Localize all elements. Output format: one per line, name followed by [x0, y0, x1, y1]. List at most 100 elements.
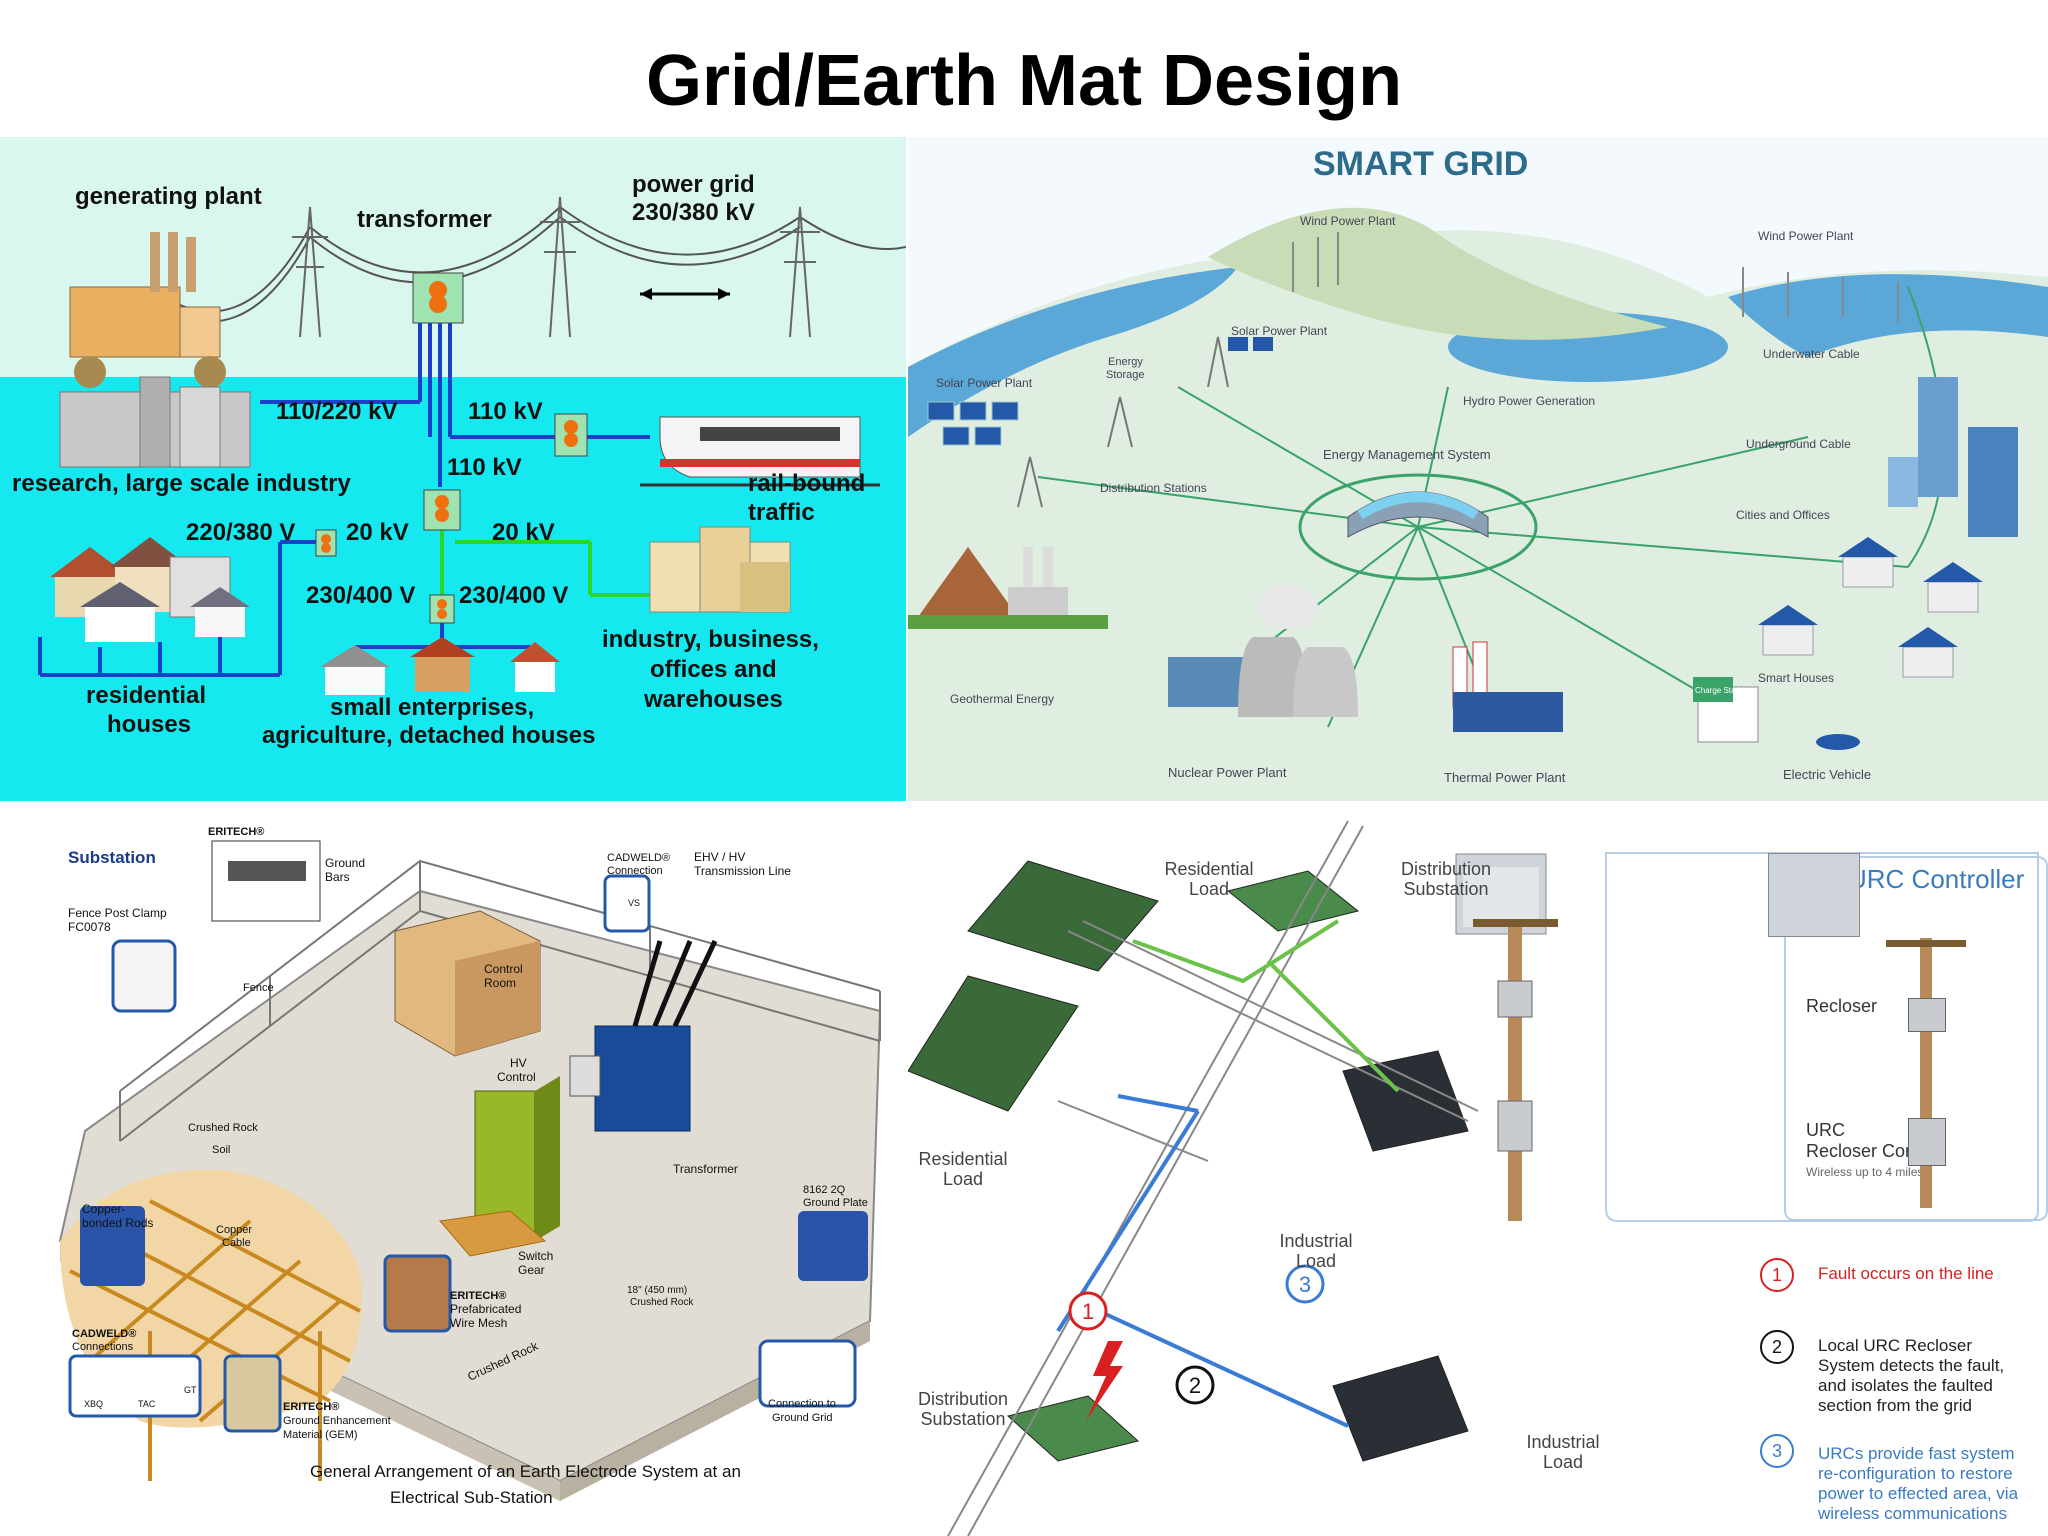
legend-step-2-line-1: Local URC Recloser	[1818, 1336, 1972, 1355]
geothermal-plant	[908, 547, 1108, 629]
label-20kv-right: 20 kV	[492, 519, 555, 546]
label-distribution-stations: Distribution Stations	[1100, 481, 1207, 495]
label-houses: houses	[107, 711, 191, 738]
urc-panel-border	[1605, 852, 2039, 1222]
label-solar-2: Solar Power Plant	[1231, 324, 1328, 338]
label-hv: HV	[510, 1056, 527, 1070]
label-fc0078: FC0078	[68, 920, 111, 934]
charge-station	[1693, 677, 1860, 750]
label-gt: GT	[184, 1385, 197, 1395]
label-res-load-left-2: Load	[942, 1169, 984, 1189]
label-eritech-mesh: ERITECH®	[450, 1290, 506, 1302]
label-dist-sub-top-1: Distribution	[1400, 859, 1492, 879]
pylons	[292, 196, 820, 338]
label-gear: Gear	[518, 1263, 545, 1277]
label-underwater-cable: Underwater Cable	[1763, 347, 1860, 361]
label-wireless-range: Wireless up to 4 miles	[1806, 1165, 1924, 1179]
generating-plant-graphic	[69, 232, 226, 388]
label-20kv-left: 20 kV	[346, 519, 409, 546]
research-industry-graphic	[59, 376, 251, 468]
label-cadweld-bottom: CADWELD®	[72, 1328, 136, 1340]
transformer-110kv	[554, 413, 588, 457]
label-gem-ground: Ground Enhancement	[283, 1415, 391, 1427]
label-solar-1: Solar Power Plant	[936, 376, 1033, 390]
label-wind-1: Wind Power Plant	[1300, 214, 1396, 228]
label-ind-load-bottom-2: Load	[1542, 1452, 1584, 1472]
map-marker-2	[1175, 1365, 1215, 1405]
gem-bag-inset	[223, 1354, 282, 1433]
residential-load-top	[967, 860, 1159, 972]
map-marker-1	[1068, 1291, 1108, 1331]
earth-electrode-diagram: Substation ERITECH® Ground Bars Fence Po…	[0, 801, 906, 1536]
label-power-grid: power grid	[632, 171, 755, 198]
label-depth-rock: Crushed Rock	[630, 1297, 694, 1308]
label-res-load-left-1: Residential	[918, 1149, 1008, 1169]
label-traffic: traffic	[748, 499, 815, 526]
map-marker-2-num: 2	[1189, 1373, 1201, 1398]
smart-grid-heading: SMART GRID	[1313, 145, 1528, 183]
label-copper-bonded: Copper-	[82, 1202, 125, 1216]
label-ehv-hv: EHV / HV	[694, 850, 745, 864]
label-cities: Cities and Offices	[1736, 508, 1830, 522]
caption-line-2: Electrical Sub-Station	[390, 1488, 553, 1507]
label-ind-load-right-1: Industrial	[1279, 1231, 1353, 1251]
legend-step-2-line-3: and isolates the faulted	[1818, 1376, 1993, 1395]
legend-step-1-marker: 1	[1760, 1258, 1794, 1292]
map-marker-1-num: 1	[1082, 1299, 1094, 1324]
label-cadweld-top: CADWELD®	[607, 852, 670, 864]
label-switch: Switch	[518, 1249, 553, 1263]
label-fence: Fence	[243, 982, 274, 994]
label-connections: Connections	[72, 1341, 134, 1353]
label-transformer-bl: Transformer	[673, 1162, 738, 1176]
label-bars: Bars	[325, 870, 350, 884]
thermal-plant	[1452, 641, 1563, 732]
label-cable: Cable	[222, 1237, 251, 1249]
residential-load-left	[908, 975, 1079, 1112]
urc-controller-door	[1463, 867, 1539, 927]
wind-turbines-right	[1742, 267, 1899, 322]
label-research-industry: research, large scale industry	[12, 470, 352, 497]
label-ground-grid: Ground Grid	[772, 1412, 833, 1424]
label-rail-bound: rail-bound	[748, 470, 865, 497]
label-eritech-gem: ERITECH®	[283, 1401, 339, 1413]
utility-pole	[1473, 919, 1558, 1221]
urc-controller-panel: URC Controller Recloser URC Recloser Con…	[1784, 856, 2048, 1221]
label-connection-to: Connection to	[768, 1398, 836, 1410]
power-line-corridors	[947, 820, 1479, 1536]
label-power-grid-voltage: 230/380 kV	[632, 199, 755, 226]
label-thermal: Thermal Power Plant	[1444, 770, 1566, 785]
label-connection: Connection	[607, 865, 663, 877]
label-substation: Substation	[68, 848, 156, 867]
label-dist-sub-bottom-2: Substation	[920, 1409, 1006, 1429]
direction-arrow	[640, 288, 730, 300]
label-offices-and: offices and	[650, 656, 777, 683]
ground-plate-inset	[798, 1211, 868, 1281]
label-geothermal: Geothermal Energy	[950, 692, 1054, 706]
cadweld-connections-inset	[68, 1354, 202, 1418]
wind-turbines-left	[1292, 232, 1339, 292]
label-wire-mesh: Wire Mesh	[450, 1316, 507, 1330]
label-ground-plate: Ground Plate	[803, 1197, 868, 1209]
lake-left	[908, 267, 1238, 437]
mountain	[1208, 207, 1668, 340]
distribution-pylons	[1017, 336, 1229, 508]
fault-lightning-icon	[1086, 1341, 1123, 1421]
solar-plant-mid	[1228, 337, 1273, 351]
label-bonded-rods: bonded Rods	[82, 1216, 153, 1230]
residential-houses-graphic	[50, 537, 250, 642]
label-110kv-right: 110 kV	[468, 398, 543, 425]
legend-step-2-marker: 2	[1760, 1330, 1794, 1364]
urc-recloser-diagram: 1 2 3 1 2 3 Residential Load Distributio…	[908, 801, 2048, 1536]
nuclear-plant	[1168, 585, 1358, 717]
map-marker-3-num: 3	[1299, 1272, 1311, 1297]
label-urc: URC	[1806, 1120, 1845, 1140]
label-depth: 18" (450 mm)	[627, 1285, 687, 1296]
transformer-230-400v	[429, 594, 455, 624]
train-graphic	[640, 416, 880, 487]
label-gem-material: Material (GEM)	[283, 1429, 358, 1441]
cadweld-connection-inset	[603, 874, 651, 933]
label-230-400v-left: 230/400 V	[306, 582, 415, 609]
control-room	[394, 910, 541, 1057]
label-ev: Electric Vehicle	[1783, 767, 1871, 782]
label-underground-cable: Underground Cable	[1746, 437, 1851, 451]
